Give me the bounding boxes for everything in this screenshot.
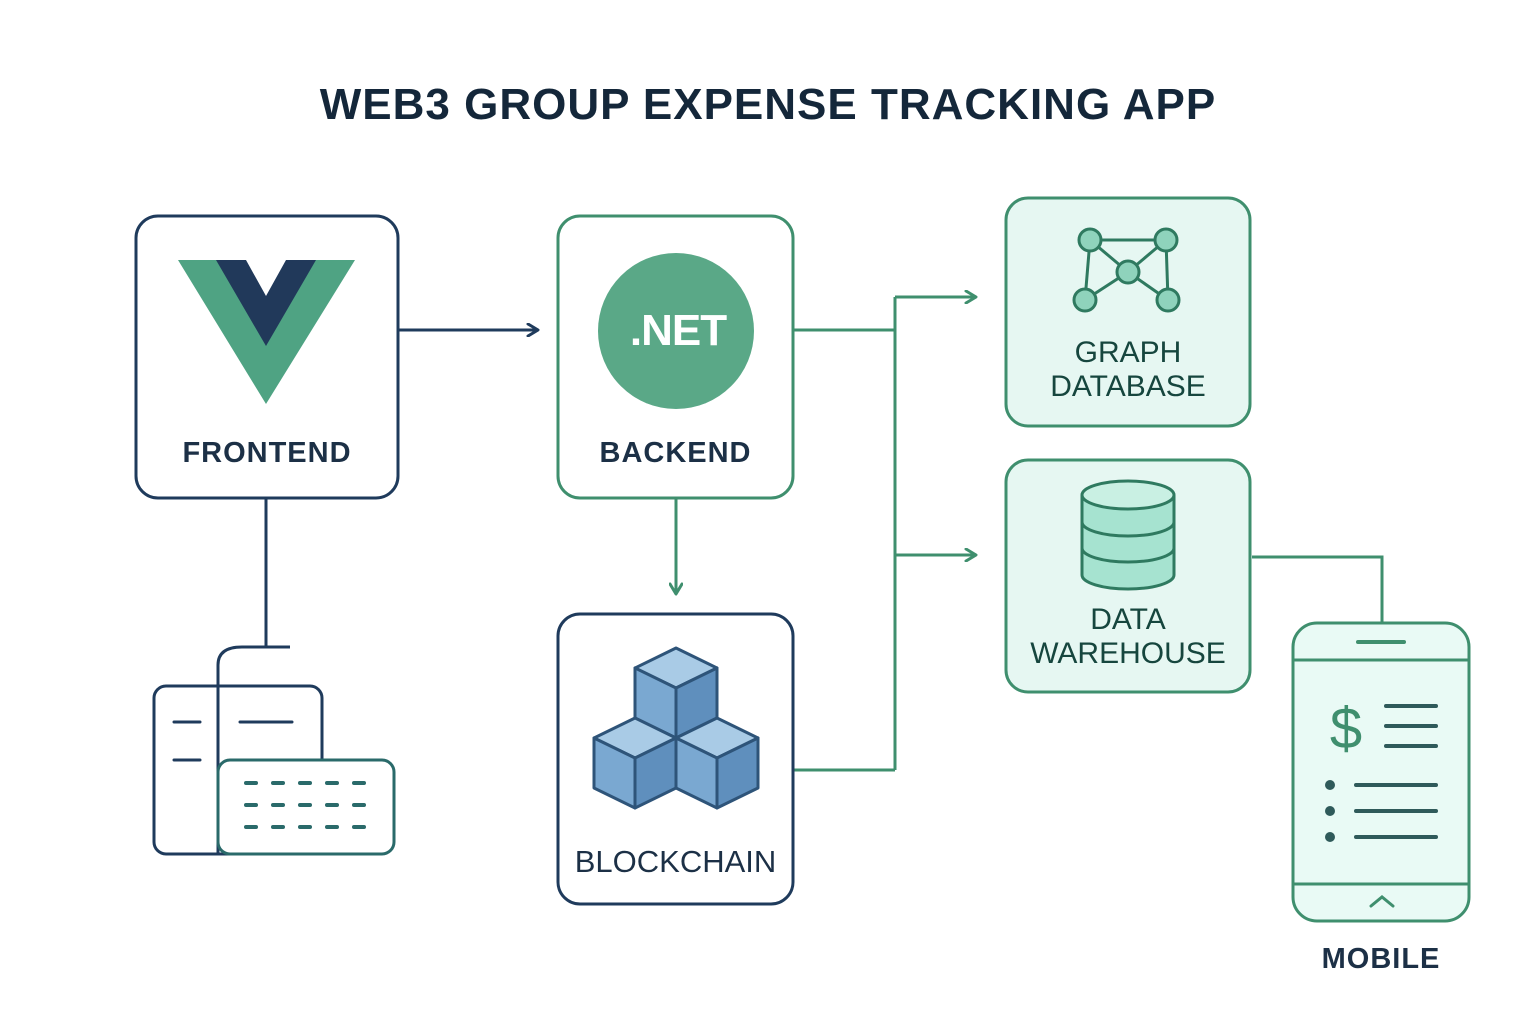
dotnet-logo-text: .NET xyxy=(629,306,727,355)
smartphone-expense-icon: $ xyxy=(1291,621,1471,923)
data-warehouse-label-line1: DATA xyxy=(1090,603,1166,636)
graph-database-label-line2: DATABASE xyxy=(1050,370,1206,403)
connectors xyxy=(242,297,1384,772)
graph-database-node xyxy=(1004,196,1252,428)
blockchain-node xyxy=(556,612,795,906)
vue-logo-icon xyxy=(178,260,355,404)
data-warehouse-label-line2: WAREHOUSE xyxy=(1030,637,1226,670)
diagram-title: WEB3 GROUP EXPENSE TRACKING APP xyxy=(319,80,1217,129)
dotnet-logo-icon xyxy=(598,253,754,409)
backend-node xyxy=(556,214,795,500)
mobile-label: MOBILE xyxy=(1321,943,1441,975)
dollar-icon: $ xyxy=(1330,696,1362,761)
graph-network-icon xyxy=(1072,227,1181,313)
frontend-label: FRONTEND xyxy=(182,437,352,469)
frontend-node xyxy=(134,214,400,500)
edge-warehouse-mobile xyxy=(1252,555,1384,623)
backend-label: BACKEND xyxy=(599,437,752,469)
blockchain-label: BLOCKCHAIN xyxy=(574,844,777,879)
desktop-keyboard-icon xyxy=(152,645,396,856)
data-warehouse-node xyxy=(1004,458,1252,694)
graph-database-label-line1: GRAPH xyxy=(1074,336,1182,369)
database-cylinder-icon xyxy=(1080,479,1176,591)
cubes-icon xyxy=(592,646,760,810)
